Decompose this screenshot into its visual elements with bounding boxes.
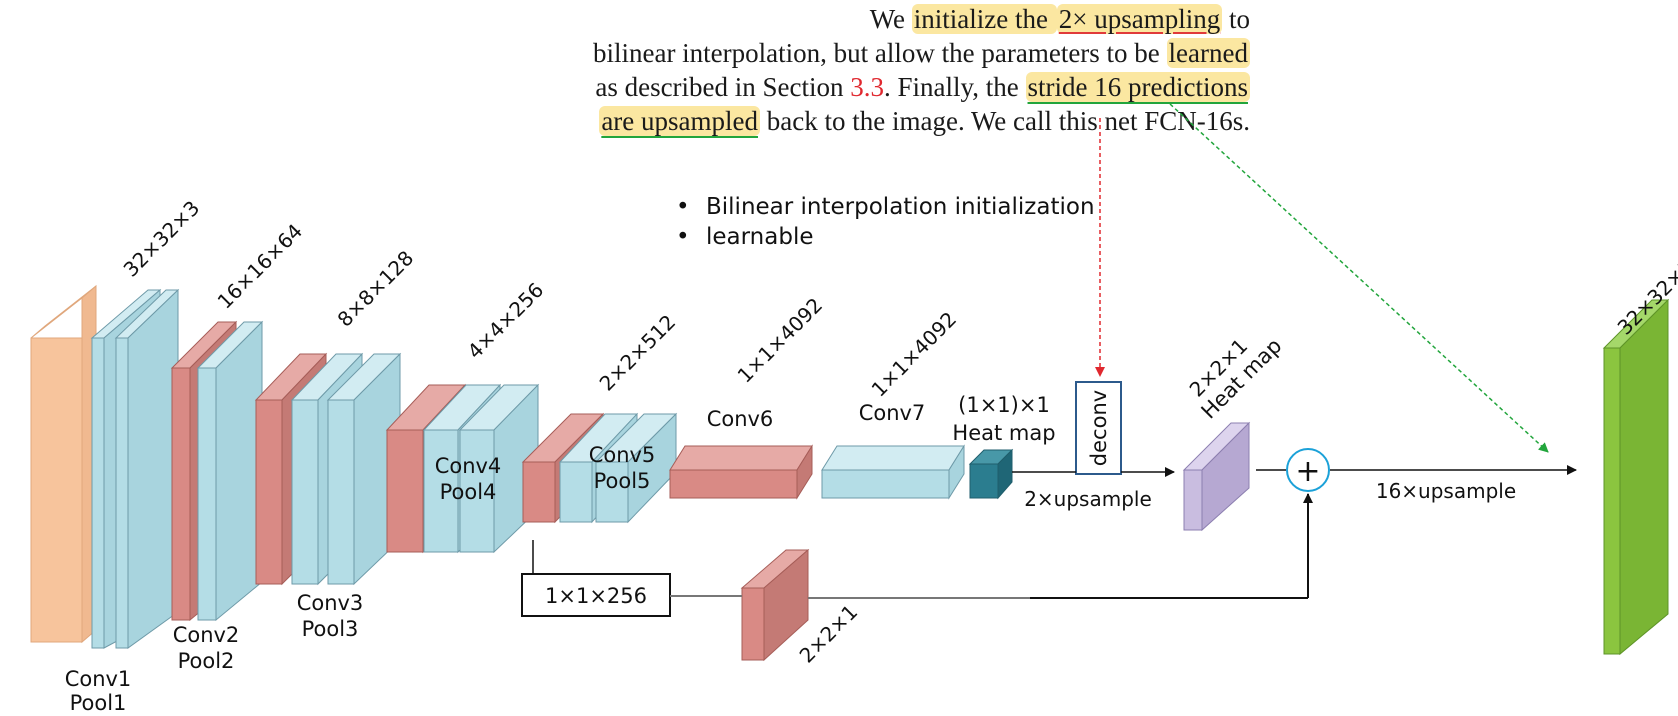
label-conv2: Conv2 bbox=[173, 623, 240, 647]
heatmap-mid-block bbox=[1182, 421, 1251, 532]
bullet-text: Bilinear interpolation initialization bbox=[706, 194, 1095, 220]
dim-conv2: 16×16×64 bbox=[213, 219, 308, 314]
excerpt-text: bilinear interpolation, but allow the pa… bbox=[592, 38, 1167, 68]
label-pool3: Pool3 bbox=[302, 617, 359, 641]
excerpt-highlight-upsampled: are upsampled bbox=[599, 106, 761, 136]
dim-conv5: 2×2×512 bbox=[595, 310, 681, 396]
excerpt-line-2: bilinear interpolation, but allow the pa… bbox=[593, 36, 1250, 70]
label-upsample16: 16×upsample bbox=[1376, 479, 1516, 503]
dim-conv6: 1×1×4092 bbox=[733, 293, 828, 388]
conv1-block bbox=[90, 288, 180, 649]
branch-block bbox=[740, 548, 810, 662]
label-conv1: Conv1 bbox=[65, 667, 132, 691]
conv3-block bbox=[254, 352, 402, 586]
paper-excerpt: We initialize the 2× upsampling to bilin… bbox=[0, 0, 1678, 150]
label-heatmap: Heat map bbox=[952, 421, 1055, 445]
input-block bbox=[30, 284, 97, 644]
label-pool2: Pool2 bbox=[178, 649, 235, 673]
conv2-block bbox=[170, 320, 264, 622]
dim-conv4: 4×4×256 bbox=[463, 278, 549, 364]
bullet-text: learnable bbox=[706, 224, 814, 250]
label-conv4: Conv4 bbox=[435, 454, 502, 478]
excerpt-text: back to the image. We call this net FCN-… bbox=[760, 106, 1250, 136]
bullet-list: •Bilinear interpolation initialization •… bbox=[676, 192, 1095, 252]
label-conv7: Conv7 bbox=[859, 401, 926, 425]
excerpt-highlight-stride16: stride 16 predictions bbox=[1025, 72, 1250, 102]
deconv-box bbox=[1075, 381, 1122, 475]
bullet-item: •learnable bbox=[676, 224, 814, 250]
dim-input: 32×32×3 bbox=[119, 196, 205, 282]
excerpt-text: . Finally, the bbox=[884, 72, 1026, 102]
excerpt-line-4: are upsampled back to the image. We call… bbox=[599, 104, 1250, 138]
dim-conv3: 8×8×128 bbox=[333, 246, 419, 332]
label-heatmap-dim: (1×1)×1 bbox=[958, 393, 1050, 417]
excerpt-line-3: as described in Section 3.3. Finally, th… bbox=[595, 70, 1250, 104]
excerpt-text: as described in Section bbox=[595, 72, 851, 102]
excerpt-highlight: initialize the bbox=[911, 4, 1057, 34]
label-conv3: Conv3 bbox=[297, 591, 364, 615]
conv4-block bbox=[385, 383, 540, 554]
conv7-block bbox=[821, 444, 965, 500]
excerpt-highlight-learned: learned bbox=[1166, 38, 1250, 68]
label-pool1: Pool1 bbox=[70, 691, 127, 715]
green-dashed-arrow bbox=[1169, 103, 1549, 453]
label-upsample2: 2×upsample bbox=[1024, 487, 1152, 511]
section-ref-link[interactable]: 3.3 bbox=[850, 72, 885, 102]
sum-node bbox=[1286, 448, 1330, 492]
skip-box-label: 1×1×256 bbox=[545, 584, 647, 608]
excerpt-line-1: We initialize the 2× upsampling to bbox=[870, 2, 1250, 36]
plus-icon: + bbox=[1295, 454, 1320, 489]
bullet-item: •Bilinear interpolation initialization bbox=[676, 194, 1095, 220]
excerpt-highlight-upsampling: 2× upsampling bbox=[1056, 4, 1223, 34]
output-block bbox=[1602, 298, 1670, 656]
excerpt-text: to bbox=[1222, 4, 1250, 34]
conv5-block bbox=[521, 412, 678, 524]
label-pool4: Pool4 bbox=[440, 480, 497, 504]
label-conv6: Conv6 bbox=[707, 407, 774, 431]
excerpt-text: We bbox=[869, 4, 912, 34]
label-conv5: Conv5 bbox=[589, 443, 656, 467]
conv6-block bbox=[669, 444, 813, 500]
dim-conv7: 1×1×4092 bbox=[867, 307, 962, 402]
heatmap-small-block bbox=[968, 448, 1014, 500]
deconv-label: deconv bbox=[1087, 390, 1111, 466]
label-pool5: Pool5 bbox=[594, 469, 651, 493]
